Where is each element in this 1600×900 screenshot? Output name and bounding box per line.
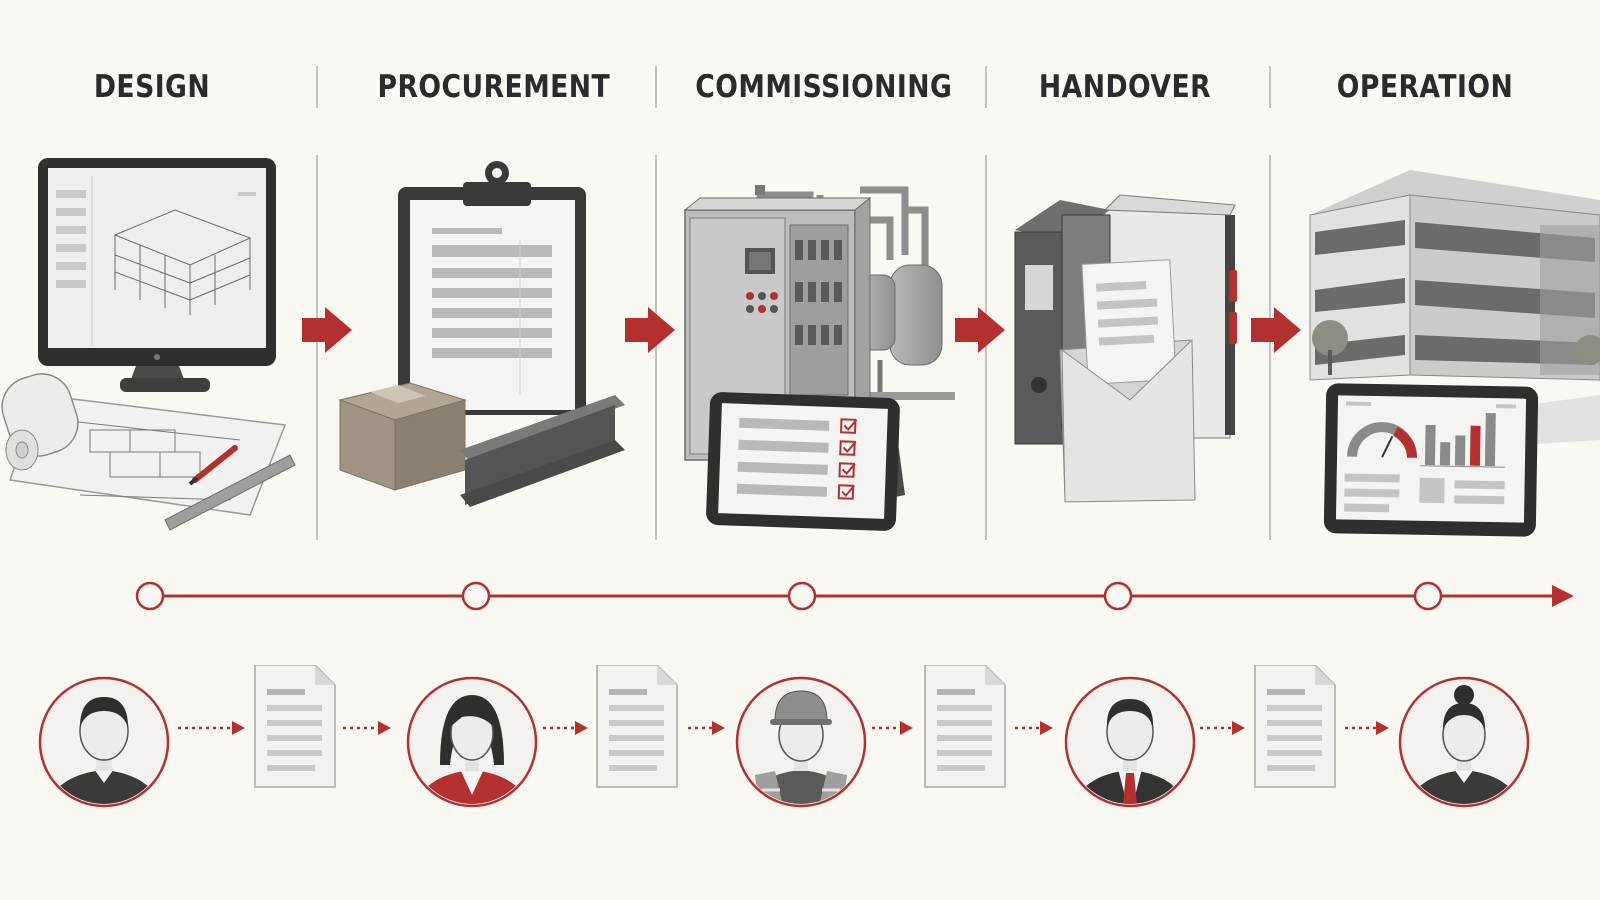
phase-arrow-icon xyxy=(302,307,352,353)
equipment-tablet-checklist-icon xyxy=(683,185,955,531)
phase-header-procurement: PROCUREMENT xyxy=(377,69,611,105)
person-female-bun-icon xyxy=(1398,676,1530,808)
clipboard-materials-icon xyxy=(338,161,625,507)
timeline-node xyxy=(787,581,817,611)
phase-arrow-icon xyxy=(955,307,1005,353)
design-workstation-icon xyxy=(1,158,296,531)
header-separator xyxy=(1269,66,1271,108)
timeline-node xyxy=(461,581,491,611)
person-hardhat-vest-icon xyxy=(735,676,867,808)
timeline xyxy=(135,581,1574,611)
timeline-node xyxy=(1103,581,1133,611)
document-icon xyxy=(254,665,336,788)
timeline-node xyxy=(1413,581,1443,611)
column-separator xyxy=(985,155,987,540)
header-separator xyxy=(316,66,318,108)
timeline-node xyxy=(135,581,165,611)
header-separator xyxy=(655,66,657,108)
document-icon xyxy=(924,665,1006,788)
phase-header-design: DESIGN xyxy=(93,69,211,105)
person-suit-red-tie-icon xyxy=(1064,676,1196,808)
column-separator xyxy=(316,155,318,540)
building-dashboard-icon xyxy=(1309,170,1600,537)
document-icon xyxy=(1254,665,1336,788)
header-separator xyxy=(985,66,987,108)
phase-header-commissioning: COMMISSIONING xyxy=(695,69,953,105)
column-separator xyxy=(1269,155,1271,540)
phase-arrow-icon xyxy=(1251,307,1301,353)
person-male-icon xyxy=(38,676,170,808)
handoff-row xyxy=(38,665,1530,808)
timeline-arrowhead xyxy=(1552,585,1574,607)
column-separator xyxy=(655,155,657,540)
phase-header-handover: HANDOVER xyxy=(1038,69,1212,105)
person-female-red-jacket-icon xyxy=(406,676,538,808)
document-icon xyxy=(596,665,678,788)
illustrations xyxy=(1,158,1600,537)
binder-documents-icon xyxy=(1014,194,1237,503)
phase-arrow-icon xyxy=(625,307,675,353)
phase-header-operation: OPERATION xyxy=(1336,69,1514,105)
